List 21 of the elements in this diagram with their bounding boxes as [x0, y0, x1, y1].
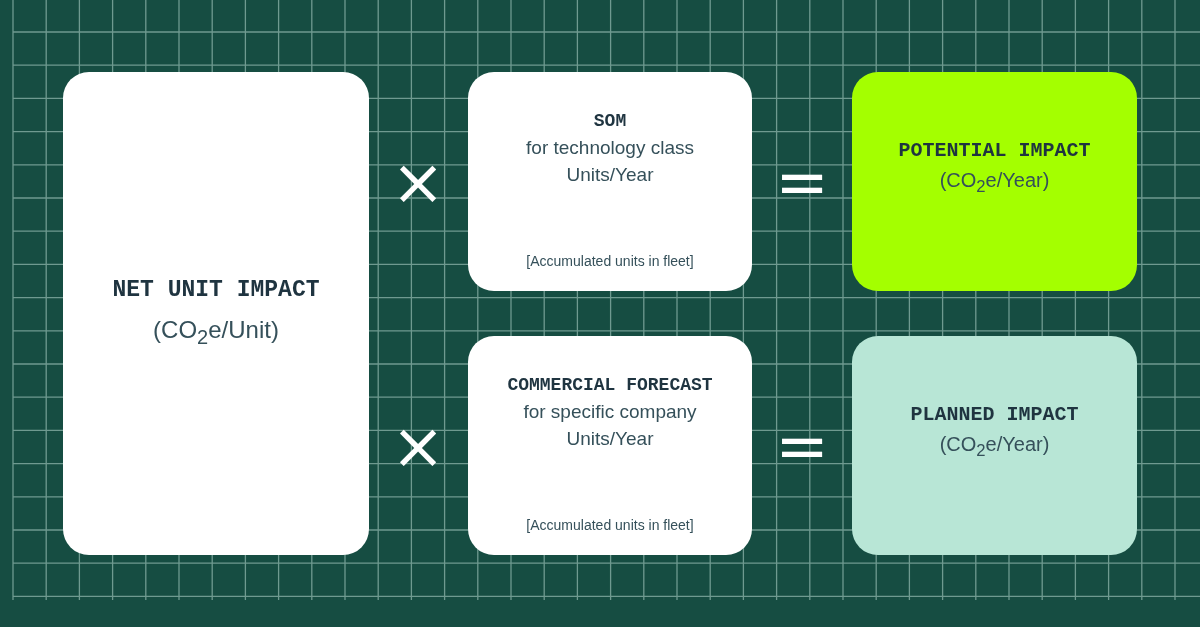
input-card	[468, 72, 752, 291]
card-heading: POTENTIAL IMPACT	[898, 138, 1091, 162]
card-text: (CO$_{2}$e/Unit)	[153, 314, 279, 350]
card-heading: COMMERCIAL FORECAST	[507, 374, 713, 395]
equals-sign: =	[775, 414, 829, 478]
net-unit-impact-card	[63, 72, 369, 555]
card-text: for technology class Units/Year	[525, 135, 695, 187]
multiply-sign: ×	[391, 150, 445, 214]
card-heading: PLANNED IMPACT	[910, 402, 1079, 426]
card-text: for specific company Units/Year	[522, 399, 698, 451]
card-note: [Accumulated units in fleet]	[525, 517, 695, 533]
card-text: (CO$_{2}$e/Year)	[939, 167, 1050, 198]
input-card	[468, 336, 752, 555]
card-heading: SOM	[593, 110, 627, 131]
card-text: (CO$_{2}$e/Year)	[939, 431, 1050, 462]
equals-sign: =	[775, 150, 829, 214]
card-heading: NET UNIT IMPACT	[112, 276, 320, 303]
multiply-sign: ×	[391, 414, 445, 478]
card-note: [Accumulated units in fleet]	[525, 253, 695, 269]
result-card	[852, 72, 1137, 291]
result-card	[852, 336, 1137, 555]
